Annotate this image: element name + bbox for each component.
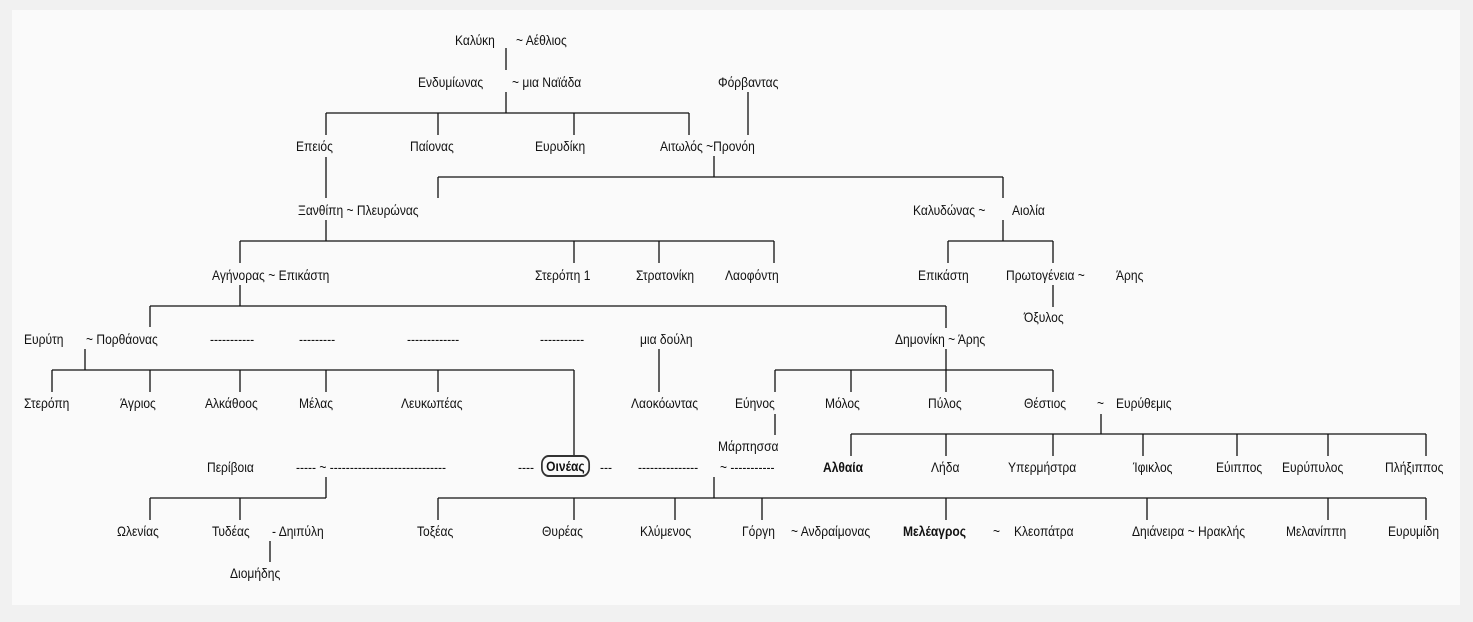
person-label: - Δηιπύλη [272,523,324,539]
person-label: Καλυδώνας ~ [913,202,986,218]
person-label: Υπερμήστρα [1008,459,1077,475]
person-label: Λαοφόντη [725,267,779,283]
person-label: Αλθαία [823,459,864,475]
diagram-canvas [12,10,1460,605]
person-label: Αιολία [1012,202,1045,218]
person-label: Στρατονίκη [636,267,695,283]
person-label: --------------- [638,459,699,475]
person-label: Δηιάνειρα ~ Ηρακλής [1132,523,1246,539]
person-label: ------------- [407,331,460,347]
person-label: Τοξέας [417,523,454,539]
person-label: Αιτωλός ~Προνόη [660,138,755,154]
person-label: ----------- [540,331,585,347]
person-label: Κλεοπάτρα [1014,523,1074,539]
person-label: Θέστιος [1024,395,1067,411]
person-label: Μελανίππη [1286,523,1347,539]
person-label: Μόλος [825,395,860,411]
person-label: ~ ----------- [720,459,775,475]
person-label: Φόρβαντας [718,74,779,90]
person-label: Επειός [296,138,333,154]
person-label: Άρης [1116,267,1144,283]
person-label: --- [600,459,613,475]
person-label: ~ Αέθλιος [516,32,567,48]
person-label: Ωλενίας [117,523,159,539]
person-label: Ευρύτη [24,331,64,347]
person-label: Δημονίκη ~ Άρης [895,331,986,347]
person-label: Λήδα [931,459,960,475]
person-label: --------- [299,331,336,347]
person-label: Λευκωπέας [401,395,463,411]
person-label: Αλκάθοος [205,395,258,411]
person-label: Ξανθίπη ~ Πλευρώνας [298,202,419,218]
person-label: Εύιππος [1216,459,1263,475]
person-label: ~ Πορθάονας [86,331,158,347]
person-label: Πρωτογένεια ~ [1006,267,1085,283]
highlighted-person-node: Οινέας [541,455,590,477]
person-label: Ευρύθεμις [1116,395,1172,411]
person-label: Τυδέας [212,523,250,539]
person-label: ~ [993,523,1001,539]
person-label: Εύηνος [735,395,775,411]
person-label: ---- [518,459,535,475]
person-label: Ευρύπυλος [1282,459,1344,475]
person-label: Ευρυδίκη [535,138,586,154]
person-label: Πύλος [928,395,962,411]
person-label: Ευρυμίδη [1388,523,1440,539]
person-label: ~ μια Ναϊάδα [512,74,582,90]
person-label: ----- ~ ----------------------------- [296,459,447,475]
person-label: Αγήνορας ~ Επικάστη [212,267,330,283]
person-label: Στερόπη 1 [535,267,591,283]
person-label: Μελέαγρος [903,523,967,539]
person-label: Μάρπησσα [718,438,779,454]
person-label: Παίονας [410,138,454,154]
person-label: Καλύκη [455,32,495,48]
person-label: μια δούλη [640,331,693,347]
person-label: Διομήδης [230,565,281,581]
person-label: Λαοκόωντας [631,395,699,411]
person-label: ----------- [210,331,255,347]
person-label: Θυρέας [542,523,583,539]
person-label: Ίφικλος [1133,459,1173,475]
person-label: Επικάστη [918,267,969,283]
person-label: Όξυλος [1024,309,1064,325]
person-label: Άγριος [120,395,156,411]
person-label: Μέλας [299,395,334,411]
person-label: ~ [1097,395,1105,411]
person-label: Ενδυμίωνας [418,74,484,90]
person-label: ~ Ανδραίμονας [791,523,871,539]
person-label: Περίβοια [207,459,254,475]
person-label: Στερόπη [24,395,70,411]
person-label: Κλύμενος [640,523,692,539]
person-label: Γόργη [742,523,775,539]
person-label: Πλήξιππος [1385,459,1444,475]
